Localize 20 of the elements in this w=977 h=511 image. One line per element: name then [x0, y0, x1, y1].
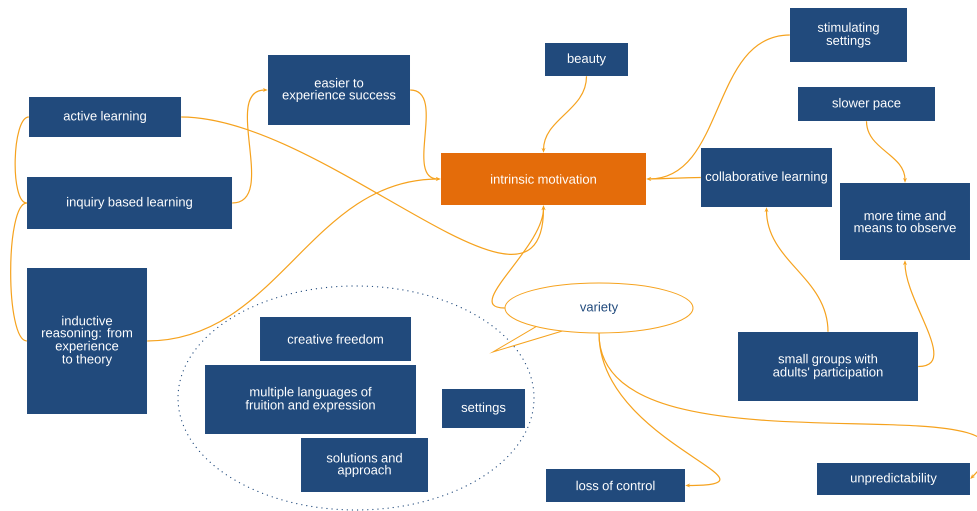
concept-box: small groups with adults' participation — [738, 332, 918, 401]
concept-box: creative freedom — [260, 317, 411, 361]
concept-box: collaborative learning — [701, 148, 832, 207]
concept-box: multiple languages of fruition and expression — [205, 364, 416, 434]
concept-box: loss of control — [546, 468, 685, 502]
concept-box: settings — [442, 388, 525, 428]
concept-box: beauty — [545, 43, 628, 76]
concept-box: active learning — [29, 97, 181, 137]
concept-box: stimulating settings — [790, 8, 907, 62]
speech-bubble: variety — [489, 282, 694, 354]
central-box: intrinsic motivation — [441, 153, 646, 205]
concept-box: easier to experience success — [268, 55, 410, 125]
concept-box: slower pace — [798, 87, 935, 121]
connector-arrow — [598, 333, 977, 479]
concept-box: solutions and approach — [301, 438, 428, 492]
concept-box: more time and means to observe — [840, 183, 970, 260]
concept-box: inductive reasoning: from experience to theory — [27, 268, 147, 414]
dotted-ellipse — [177, 285, 535, 511]
concept-box: unpredictability — [817, 462, 970, 495]
concept-box: inquiry based learning — [27, 177, 232, 229]
